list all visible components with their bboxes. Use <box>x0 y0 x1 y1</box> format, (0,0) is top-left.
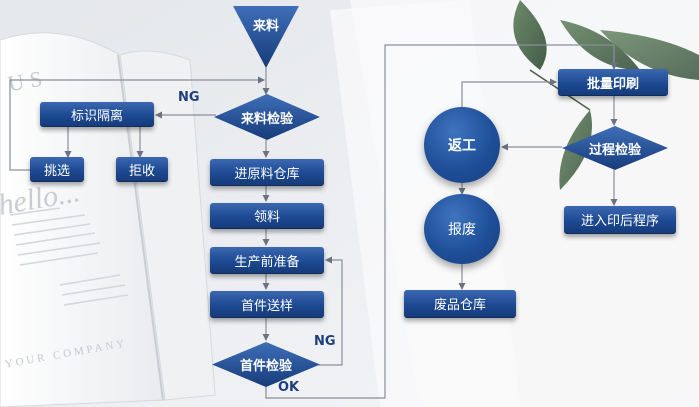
process-inspection-label: 过程检验 <box>588 142 641 158</box>
first-inspection-label: 首件检验 <box>239 359 292 374</box>
diamond-shape <box>562 126 668 170</box>
material-pick-node: 领料 <box>210 203 324 229</box>
raw-warehouse-node: 进原料仓库 <box>210 159 324 186</box>
rework-node: 返工 <box>424 107 500 183</box>
batch-print-node: 批量印刷 <box>558 69 668 96</box>
incoming-label: 来料 <box>252 18 279 34</box>
incoming-node: 来料 <box>233 6 299 68</box>
diamond-shape <box>214 94 320 140</box>
mark-isolate-node: 标识隔离 <box>40 102 154 127</box>
incoming-inspection-node: 来料检验 <box>214 94 320 140</box>
ok-label: OK <box>278 380 300 395</box>
process-inspection-node: 过程检验 <box>562 126 668 170</box>
production-prep-node: 生产前准备 <box>210 247 324 274</box>
diamond-shape <box>212 342 320 387</box>
ng-label-bottom: NG <box>314 334 336 349</box>
reject-node: 拒收 <box>116 157 168 182</box>
post-print-node: 进入印后程序 <box>564 206 676 234</box>
incoming-inspection-label: 来料检验 <box>240 111 293 127</box>
pick-node: 挑选 <box>30 157 84 182</box>
first-inspection-node: 首件检验 <box>212 342 320 387</box>
funnel-shape <box>233 6 299 68</box>
ng-label-top: NG <box>178 90 200 105</box>
scrap-node: 报废 <box>424 194 500 264</box>
first-sample-node: 首件送样 <box>210 291 324 318</box>
waste-warehouse-node: 废品仓库 <box>404 290 516 318</box>
